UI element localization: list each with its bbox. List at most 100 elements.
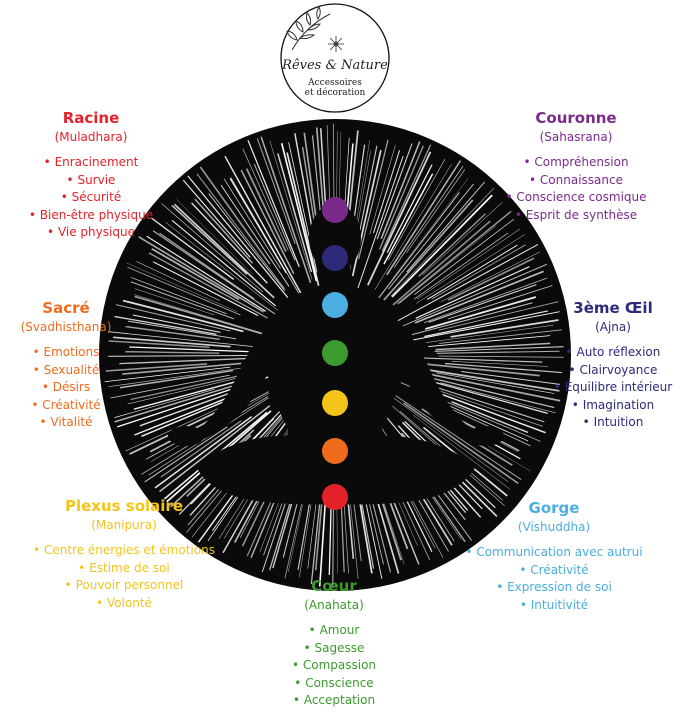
trait-item: Expression de soi [462,579,646,597]
chakra-traits: Centre énergies et émotions Estime de so… [24,542,224,612]
light-ray [173,203,275,299]
light-ray [151,248,240,301]
chakra-sanskrit: (Vishuddha) [517,520,591,534]
chakra-name: Cœur [311,577,357,595]
light-ray [440,251,541,302]
light-ray [230,177,299,294]
light-ray [436,399,529,442]
light-ray [119,357,259,365]
light-ray [392,178,469,279]
chakra-block-third-eye: 3ème Œil (Ajna) Auto réflexion Clairvoya… [538,298,688,432]
light-ray [110,374,230,399]
trait-item: Conscience cosmique [496,189,656,207]
light-ray [134,288,215,316]
trait-item: Connaissance [496,172,656,190]
light-ray [406,181,486,273]
trait-item: Survie [16,172,166,190]
chakra-traits: Communication avec autrui Créativité Exp… [462,544,646,614]
trait-item: Sagesse [264,640,404,658]
trait-item: Communication avec autrui [462,544,646,562]
trait-item: Amour [264,622,404,640]
brand-logo: Rêves & Nature Accessoires et décoration [281,58,389,98]
light-ray [451,361,549,367]
trait-item: Bien-être physique [16,207,166,225]
light-ray [220,184,290,287]
light-ray [176,199,254,275]
light-ray [426,386,543,427]
trait-item: Auto réflexion [538,344,688,362]
chakra-traits: Compréhension Connaissance Conscience co… [496,154,656,224]
chakra-sanskrit: (Manipura) [91,518,157,532]
light-ray [132,314,221,333]
light-ray [280,142,318,282]
trait-item: Centre énergies et émotions [24,542,224,560]
light-ray [428,284,537,323]
light-ray [152,230,278,316]
light-ray [171,204,248,275]
light-ray [426,324,554,343]
light-ray [383,199,474,301]
light-ray [407,361,540,377]
light-ray [134,294,268,335]
trait-item: Sécurité [16,189,166,207]
light-ray [269,140,313,280]
trait-item: Clairvoyance [538,362,688,380]
trait-item: Esprit de synthèse [496,207,656,225]
light-ray [242,148,289,251]
trait-item: Créativité [6,397,126,415]
light-ray [144,426,228,483]
light-ray [424,296,537,330]
light-ray [399,225,497,303]
chakra-sanskrit: (Ajna) [595,320,631,334]
light-ray [431,244,526,300]
light-ray [114,379,254,423]
chakra-block-heart: Cœur (Anahata) Amour Sagesse Compassion … [264,576,404,710]
light-ray [108,365,259,388]
light-ray [159,232,255,300]
lotus-flower-icon [328,36,344,52]
trait-item: Conscience [264,675,404,693]
light-ray [148,252,268,319]
trait-item: Vie physique [16,224,166,242]
light-ray [229,178,287,274]
chakra-sanskrit: (Svadhisthana) [20,320,112,334]
light-ray [277,153,313,273]
light-ray [420,381,545,423]
chakra-dot-crown [322,197,348,223]
trait-item: Désirs [6,379,126,397]
chakra-name: Plexus solaire [64,497,184,515]
light-ray [286,152,320,286]
light-ray [424,310,548,338]
light-ray [134,394,234,436]
trait-item: Intuition [538,414,688,432]
light-ray [413,232,509,300]
chakra-traits: Enracinement Survie Sécurité Bien-être p… [16,154,166,242]
light-ray [415,266,530,319]
chakra-block-solar-plexus: Plexus solaire (Manipura) Centre énergie… [24,496,224,612]
trait-item: Sexualité [6,362,126,380]
light-ray [146,235,267,312]
light-ray [128,320,237,340]
light-ray [125,350,220,354]
light-ray [390,187,495,297]
chakra-block-sacral: Sacré (Svadhisthana) Emotions Sexualité … [6,298,126,432]
light-ray [182,179,251,258]
light-ray [369,144,396,235]
light-ray [187,175,289,298]
light-ray [427,244,518,300]
light-ray [397,210,512,305]
light-ray [253,164,296,261]
chakra-traits: Amour Sagesse Compassion Conscience Acce… [264,622,404,710]
light-ray [223,178,281,269]
light-ray [114,315,217,335]
light-ray [406,169,466,253]
light-ray [409,356,543,363]
light-ray [136,261,220,301]
light-ray [152,261,259,317]
light-ray [108,354,255,357]
light-ray [194,198,254,264]
light-ray [386,164,433,253]
light-ray [171,219,276,307]
light-ray [126,262,238,312]
